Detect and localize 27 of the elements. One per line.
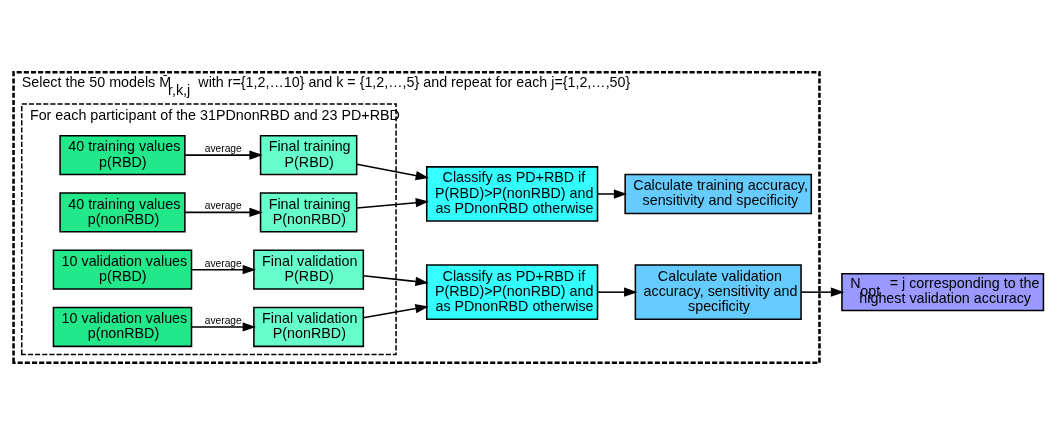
node-box: Final validation P(nonRBD) bbox=[253, 306, 365, 347]
arrow bbox=[362, 274, 429, 286]
edge-label: average bbox=[204, 257, 242, 269]
node-box: Calculate validation accuracy, sensitivity and specificity bbox=[634, 263, 802, 320]
arrow bbox=[356, 162, 429, 180]
arrow bbox=[190, 321, 256, 332]
node-box: Classify as PD+RBD if P(RBD)>P(nonRBD) and as PDnonRBD otherwise bbox=[425, 263, 599, 320]
edge-label: average bbox=[204, 142, 242, 154]
node-box: Calculate training accuracy, sensitivity and specificity bbox=[624, 173, 813, 214]
arrow bbox=[596, 188, 628, 199]
node-box: 10 validation values p(nonRBD) bbox=[52, 306, 193, 347]
node-box: Classify as PD+RBD if P(RBD)>P(nonRBD) and as PDnonRBD otherwise bbox=[425, 165, 599, 222]
node-box: 10 validation values p(RBD) bbox=[52, 248, 193, 290]
node-box: 40 training values p(RBD) bbox=[59, 134, 186, 175]
arrow bbox=[362, 303, 429, 318]
node-box: 40 training values p(nonRBD) bbox=[59, 191, 186, 233]
edge-label: average bbox=[204, 314, 242, 326]
arrow bbox=[184, 149, 263, 160]
arrow bbox=[184, 207, 263, 217]
arrow bbox=[800, 287, 845, 297]
arrow bbox=[596, 287, 638, 297]
arrow bbox=[190, 264, 256, 274]
node-box: Final validation P(RBD) bbox=[253, 248, 365, 290]
edge-label: average bbox=[204, 199, 242, 211]
arrow bbox=[356, 197, 429, 209]
node-box: Final training P(RBD) bbox=[259, 134, 358, 175]
node-box: Final training P(nonRBD) bbox=[259, 191, 358, 233]
